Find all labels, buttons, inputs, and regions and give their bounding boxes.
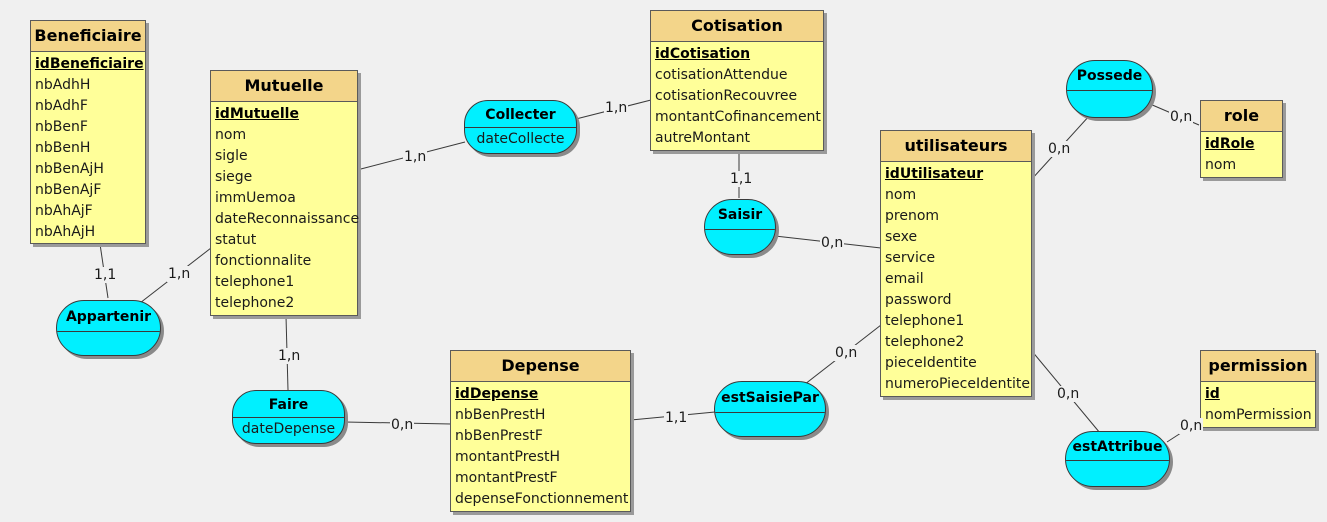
cardinality-utilisateurs-estsaisiepar: 0,n xyxy=(834,345,859,361)
primary-key: idDepense xyxy=(455,386,539,402)
association-name: estAttribue xyxy=(1066,432,1169,461)
attribute: nomPermission xyxy=(1205,407,1312,423)
attribute: montantCofinancement xyxy=(655,109,821,125)
attribute: telephone1 xyxy=(885,313,965,329)
attribute: fonctionnalite xyxy=(215,253,312,269)
attribute: nbAdhH xyxy=(35,77,91,93)
association-name: estSaisiePar xyxy=(715,382,825,413)
attribute: password xyxy=(885,292,952,308)
entity-title: permission xyxy=(1201,351,1315,382)
attribute: statut xyxy=(215,232,257,248)
attribute: nbAdhF xyxy=(35,98,88,114)
attribute: sexe xyxy=(885,229,918,245)
attribute: telephone2 xyxy=(885,334,965,350)
attribute: nbBenPrestH xyxy=(455,407,546,423)
attribute: email xyxy=(885,271,924,287)
association-appartenir[interactable]: Appartenir xyxy=(56,300,161,356)
attribute: autreMontant xyxy=(655,130,750,146)
cardinality-depense-estsaisiepar: 1,1 xyxy=(664,410,689,426)
entity-depense[interactable]: Depense idDepense nbBenPrestH nbBenPrest… xyxy=(450,350,631,512)
attribute: nbBenAjF xyxy=(35,182,102,198)
entity-title: Mutuelle xyxy=(211,71,357,102)
attribute: nbBenAjH xyxy=(35,161,104,177)
attribute: montantPrestF xyxy=(455,470,558,486)
entity-permission[interactable]: permission id nomPermission xyxy=(1200,350,1316,428)
association-collecter[interactable]: Collecter dateCollecte xyxy=(464,100,577,154)
attribute: pieceIdentite xyxy=(885,355,977,371)
attribute: numeroPieceIdentite xyxy=(885,376,1030,392)
primary-key: idBeneficiaire xyxy=(35,56,144,72)
association-estattribue[interactable]: estAttribue xyxy=(1065,431,1170,487)
attribute: nom xyxy=(1205,157,1237,173)
association-name: Appartenir xyxy=(57,301,160,332)
attribute: nom xyxy=(215,127,247,143)
attribute: immUemoa xyxy=(215,190,296,206)
association-possede[interactable]: Possede xyxy=(1066,60,1153,118)
cardinality-cotisation-saisir: 1,1 xyxy=(729,171,754,187)
association-name: Faire xyxy=(233,391,344,418)
cardinality-beneficiaire-appartenir: 1,1 xyxy=(93,267,118,283)
cardinality-utilisateurs-possede: 0,n xyxy=(1047,141,1072,157)
entity-cotisation[interactable]: Cotisation idCotisation cotisationAttend… xyxy=(650,10,824,151)
cardinality-utilisateurs-estattribue: 0,n xyxy=(1056,386,1081,402)
attribute: cotisationAttendue xyxy=(655,67,788,83)
attribute: telephone2 xyxy=(215,295,295,311)
entity-utilisateurs[interactable]: utilisateurs idUtilisateur nom prenom se… xyxy=(880,130,1032,397)
entity-role[interactable]: role idRole nom xyxy=(1200,100,1283,178)
cardinality-cotisation-collecter: 1,n xyxy=(604,100,629,116)
primary-key: id xyxy=(1205,386,1220,402)
attribute: nbBenF xyxy=(35,119,88,135)
attribute: nbAhAjH xyxy=(35,224,96,240)
entity-title: Beneficiaire xyxy=(31,21,145,52)
cardinality-mutuelle-appartenir: 1,n xyxy=(167,266,192,282)
attribute: siege xyxy=(215,169,253,185)
attribute: sigle xyxy=(215,148,248,164)
association-name: Collecter xyxy=(465,101,576,128)
association-attribute: dateCollecte xyxy=(476,131,565,147)
cardinality-depense-faire: 0,n xyxy=(390,417,415,433)
entity-mutuelle[interactable]: Mutuelle idMutuelle nom sigle siege immU… xyxy=(210,70,360,316)
primary-key: idMutuelle xyxy=(215,106,299,122)
primary-key: idRole xyxy=(1205,136,1255,152)
attribute: telephone1 xyxy=(215,274,295,290)
primary-key: idUtilisateur xyxy=(885,166,984,182)
attribute: nom xyxy=(885,187,917,203)
attribute: service xyxy=(885,250,936,266)
attribute: nbBenH xyxy=(35,140,91,156)
association-saisir[interactable]: Saisir xyxy=(704,199,776,255)
cardinality-utilisateurs-saisir: 0,n xyxy=(820,235,845,251)
attribute: montantPrestH xyxy=(455,449,561,465)
attribute: depenseFonctionnement xyxy=(455,491,629,507)
attribute: prenom xyxy=(885,208,940,224)
primary-key: idCotisation xyxy=(655,46,751,62)
association-attribute: dateDepense xyxy=(241,421,336,437)
entity-title: Depense xyxy=(451,351,630,382)
cardinality-mutuelle-faire: 1,n xyxy=(277,348,302,364)
association-estsaisiepar[interactable]: estSaisiePar xyxy=(714,381,826,437)
entity-beneficiaire[interactable]: Beneficiaire idBeneficiaire nbAdhH nbAdh… xyxy=(30,20,146,244)
association-name: Saisir xyxy=(705,200,775,230)
attribute: nbBenPrestF xyxy=(455,428,543,444)
cardinality-role-possede: 0,n xyxy=(1169,109,1194,125)
cardinality-mutuelle-collecter: 1,n xyxy=(403,149,428,165)
association-name: Possede xyxy=(1067,61,1152,91)
entity-title: Cotisation xyxy=(651,11,823,42)
association-faire[interactable]: Faire dateDepense xyxy=(232,390,345,444)
attribute: nbAhAjF xyxy=(35,203,93,219)
attribute: dateReconnaissance xyxy=(215,211,360,227)
cardinality-permission-estattribue: 0,n xyxy=(1179,418,1204,434)
attribute: cotisationRecouvree xyxy=(655,88,798,104)
entity-title: role xyxy=(1201,101,1282,132)
entity-title: utilisateurs xyxy=(881,131,1031,162)
